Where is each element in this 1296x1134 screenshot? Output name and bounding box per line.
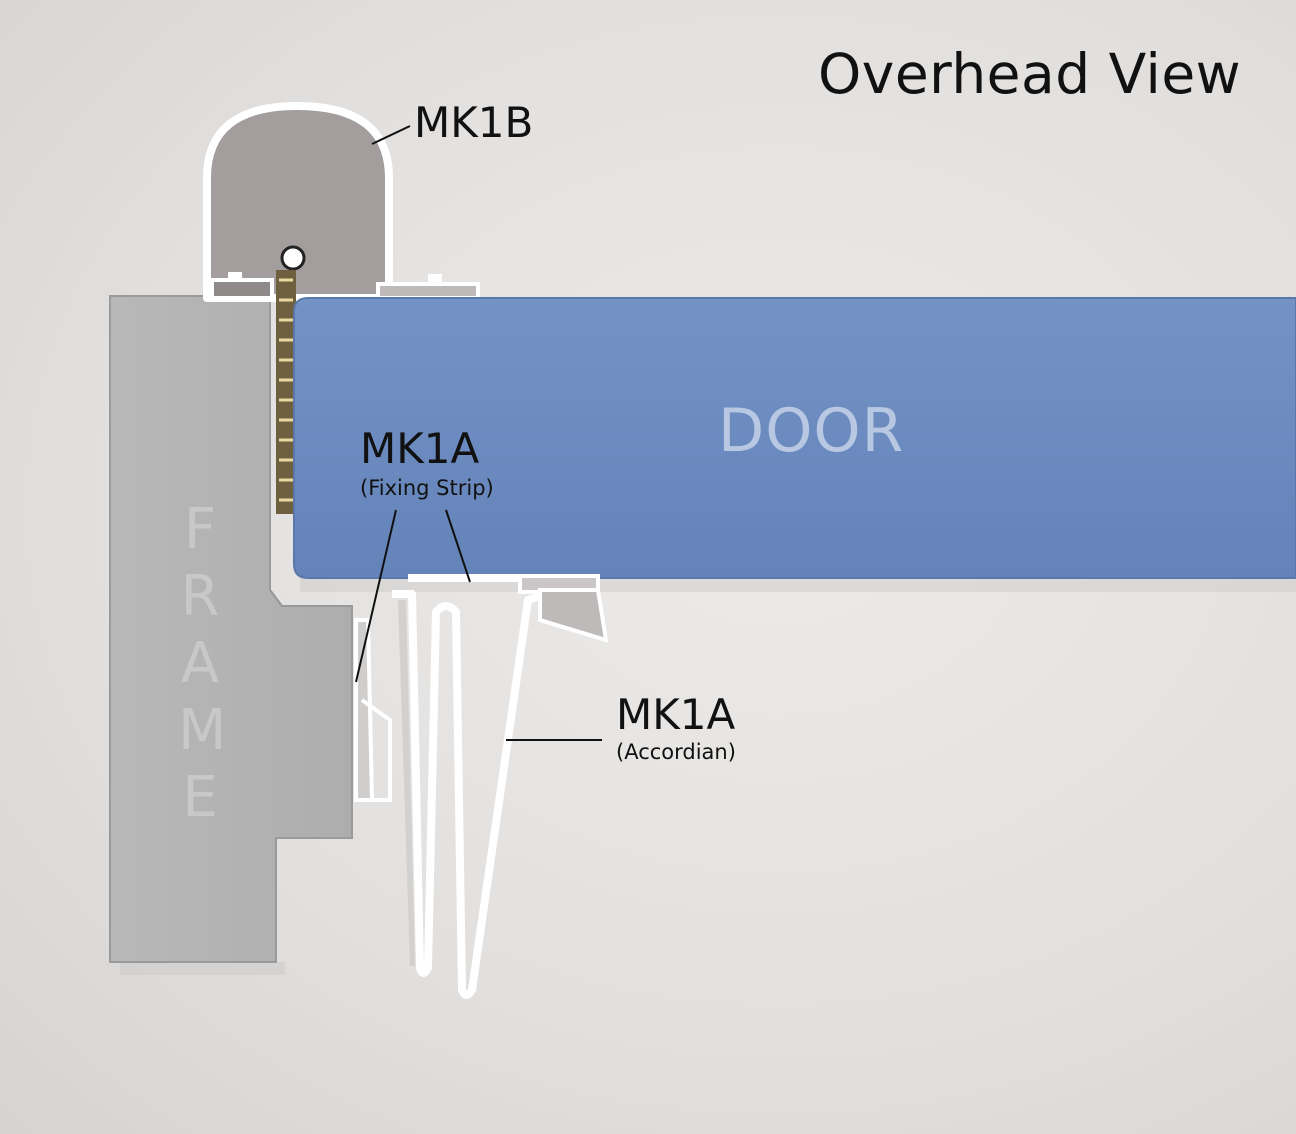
mk1b-seal — [203, 102, 393, 302]
diagram-title: Overhead View — [818, 42, 1242, 106]
door-label: DOOR — [718, 396, 905, 466]
label-mk1a-fixing-strip: MK1A — [360, 424, 480, 473]
label-accordian-sub: (Accordian) — [616, 740, 736, 764]
frame-letter: M — [178, 698, 227, 763]
frame-letter: F — [183, 497, 217, 562]
pivot-pin — [280, 245, 306, 271]
door-body — [293, 297, 1296, 579]
mk1a-accordian-seal — [392, 590, 542, 999]
label-fixing-strip-sub: (Fixing Strip) — [360, 476, 494, 500]
leader-mk1b — [371, 125, 411, 145]
brush-strip — [276, 270, 296, 514]
frame-body — [109, 295, 353, 963]
frame-letter: A — [180, 631, 220, 696]
frame-label: F R A M E — [178, 496, 227, 831]
frame-letter: R — [180, 564, 220, 629]
label-mk1a-accordian: MK1A — [616, 690, 736, 739]
leader-fixing-strip-right — [445, 509, 471, 583]
label-mk1b: MK1B — [414, 98, 534, 147]
frame-letter: E — [182, 765, 218, 830]
leader-fixing-strip-left — [355, 509, 397, 683]
